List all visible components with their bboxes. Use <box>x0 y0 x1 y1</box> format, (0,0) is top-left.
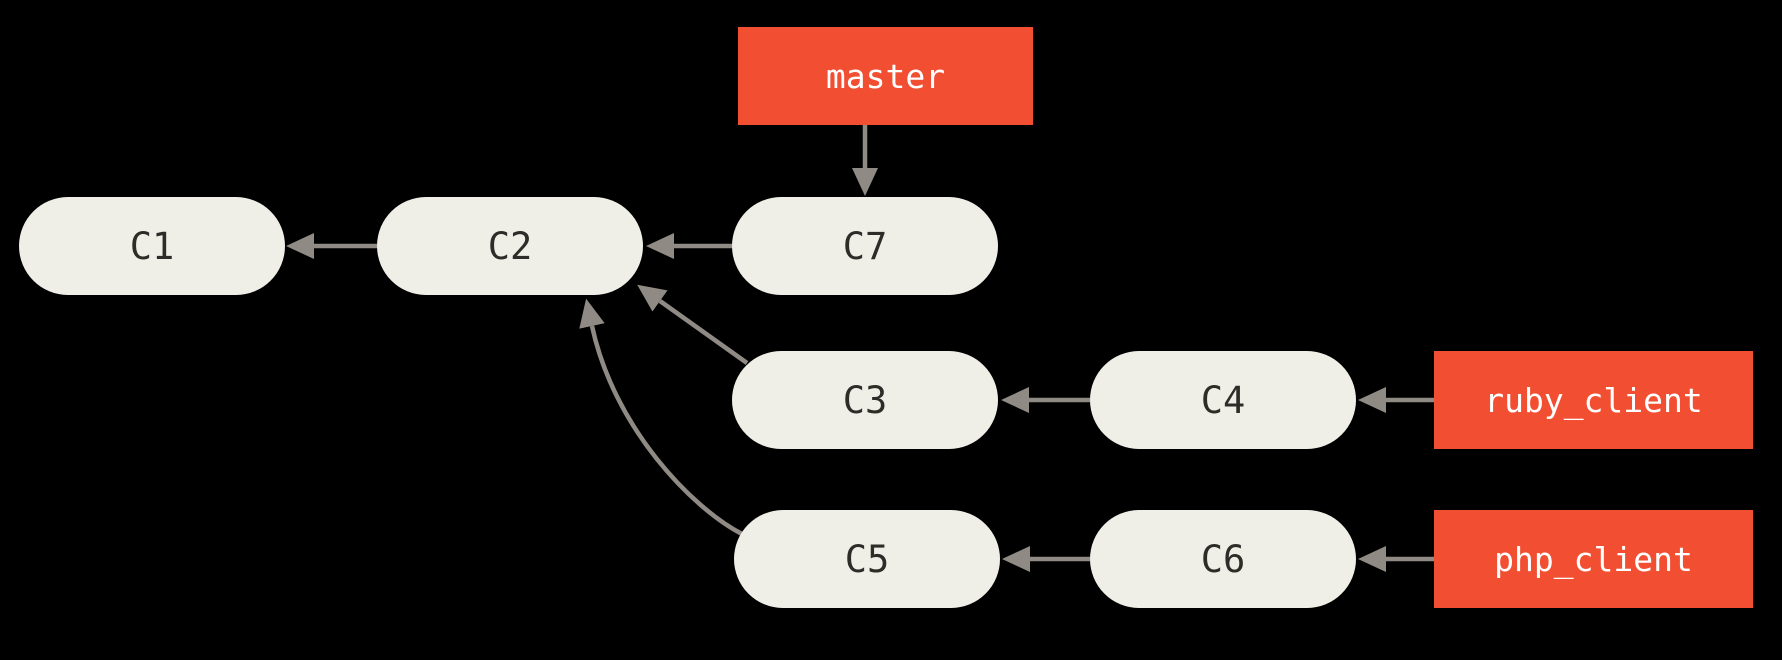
commit-node-c1: C1 <box>19 197 285 295</box>
commit-label: C4 <box>1200 378 1246 422</box>
branch-label-master: master <box>738 27 1033 125</box>
commit-node-c5: C5 <box>734 510 1000 608</box>
commit-node-c2: C2 <box>377 197 643 295</box>
commit-node-c3: C3 <box>732 351 998 449</box>
commit-node-c7: C7 <box>732 197 998 295</box>
edge-c5-to-c2 <box>579 298 744 536</box>
branch-name: ruby_client <box>1484 380 1703 420</box>
commit-node-c6: C6 <box>1090 510 1356 608</box>
commit-label: C2 <box>487 224 533 268</box>
branch-name: master <box>825 56 946 96</box>
commit-label: C1 <box>129 224 175 268</box>
commit-label: C3 <box>842 378 888 422</box>
edge-c3-to-c2 <box>637 284 749 365</box>
branch-label-ruby-client: ruby_client <box>1434 351 1753 449</box>
branch-label-php-client: php_client <box>1434 510 1753 608</box>
commit-node-c4: C4 <box>1090 351 1356 449</box>
commit-label: C6 <box>1200 537 1246 581</box>
commit-label: C7 <box>842 224 888 268</box>
branch-name: php_client <box>1494 539 1693 579</box>
commit-label: C5 <box>844 537 890 581</box>
